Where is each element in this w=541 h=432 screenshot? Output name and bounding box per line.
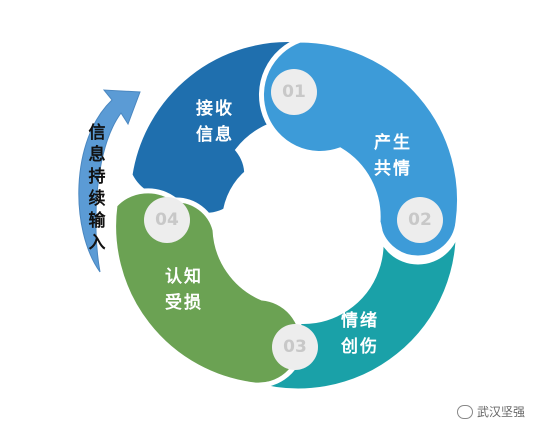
watermark: 武汉坚强 xyxy=(456,403,525,420)
segment-04-line2: 受损 xyxy=(165,293,203,313)
segment-04-line1: 认知 xyxy=(165,267,203,287)
segment-02-line2: 共情 xyxy=(374,159,412,179)
segment-03-label: 情绪 创伤 xyxy=(341,308,379,360)
segment-01-line1: 接收 xyxy=(196,99,234,119)
segment-04-number: 04 xyxy=(144,197,190,243)
segment-01-line2: 信息 xyxy=(196,125,234,145)
watermark-text: 武汉坚强 xyxy=(476,405,525,419)
segment-01-label: 接收 信息 xyxy=(196,96,234,148)
segment-03-number: 03 xyxy=(272,324,318,370)
segment-03-line2: 创伤 xyxy=(341,337,379,357)
side-arrow xyxy=(78,89,141,273)
segment-02-number: 02 xyxy=(397,197,443,243)
segment-02-line1: 产生 xyxy=(374,133,412,153)
wechat-icon xyxy=(456,404,473,419)
segment-03-line1: 情绪 xyxy=(341,311,379,331)
center-hole xyxy=(222,154,358,290)
segment-02-label: 产生 共情 xyxy=(374,130,412,182)
segment-04-label: 认知 受损 xyxy=(165,264,203,316)
side-arrow-label: 信息持续输入 xyxy=(88,123,106,253)
segment-01-number: 01 xyxy=(271,69,317,115)
